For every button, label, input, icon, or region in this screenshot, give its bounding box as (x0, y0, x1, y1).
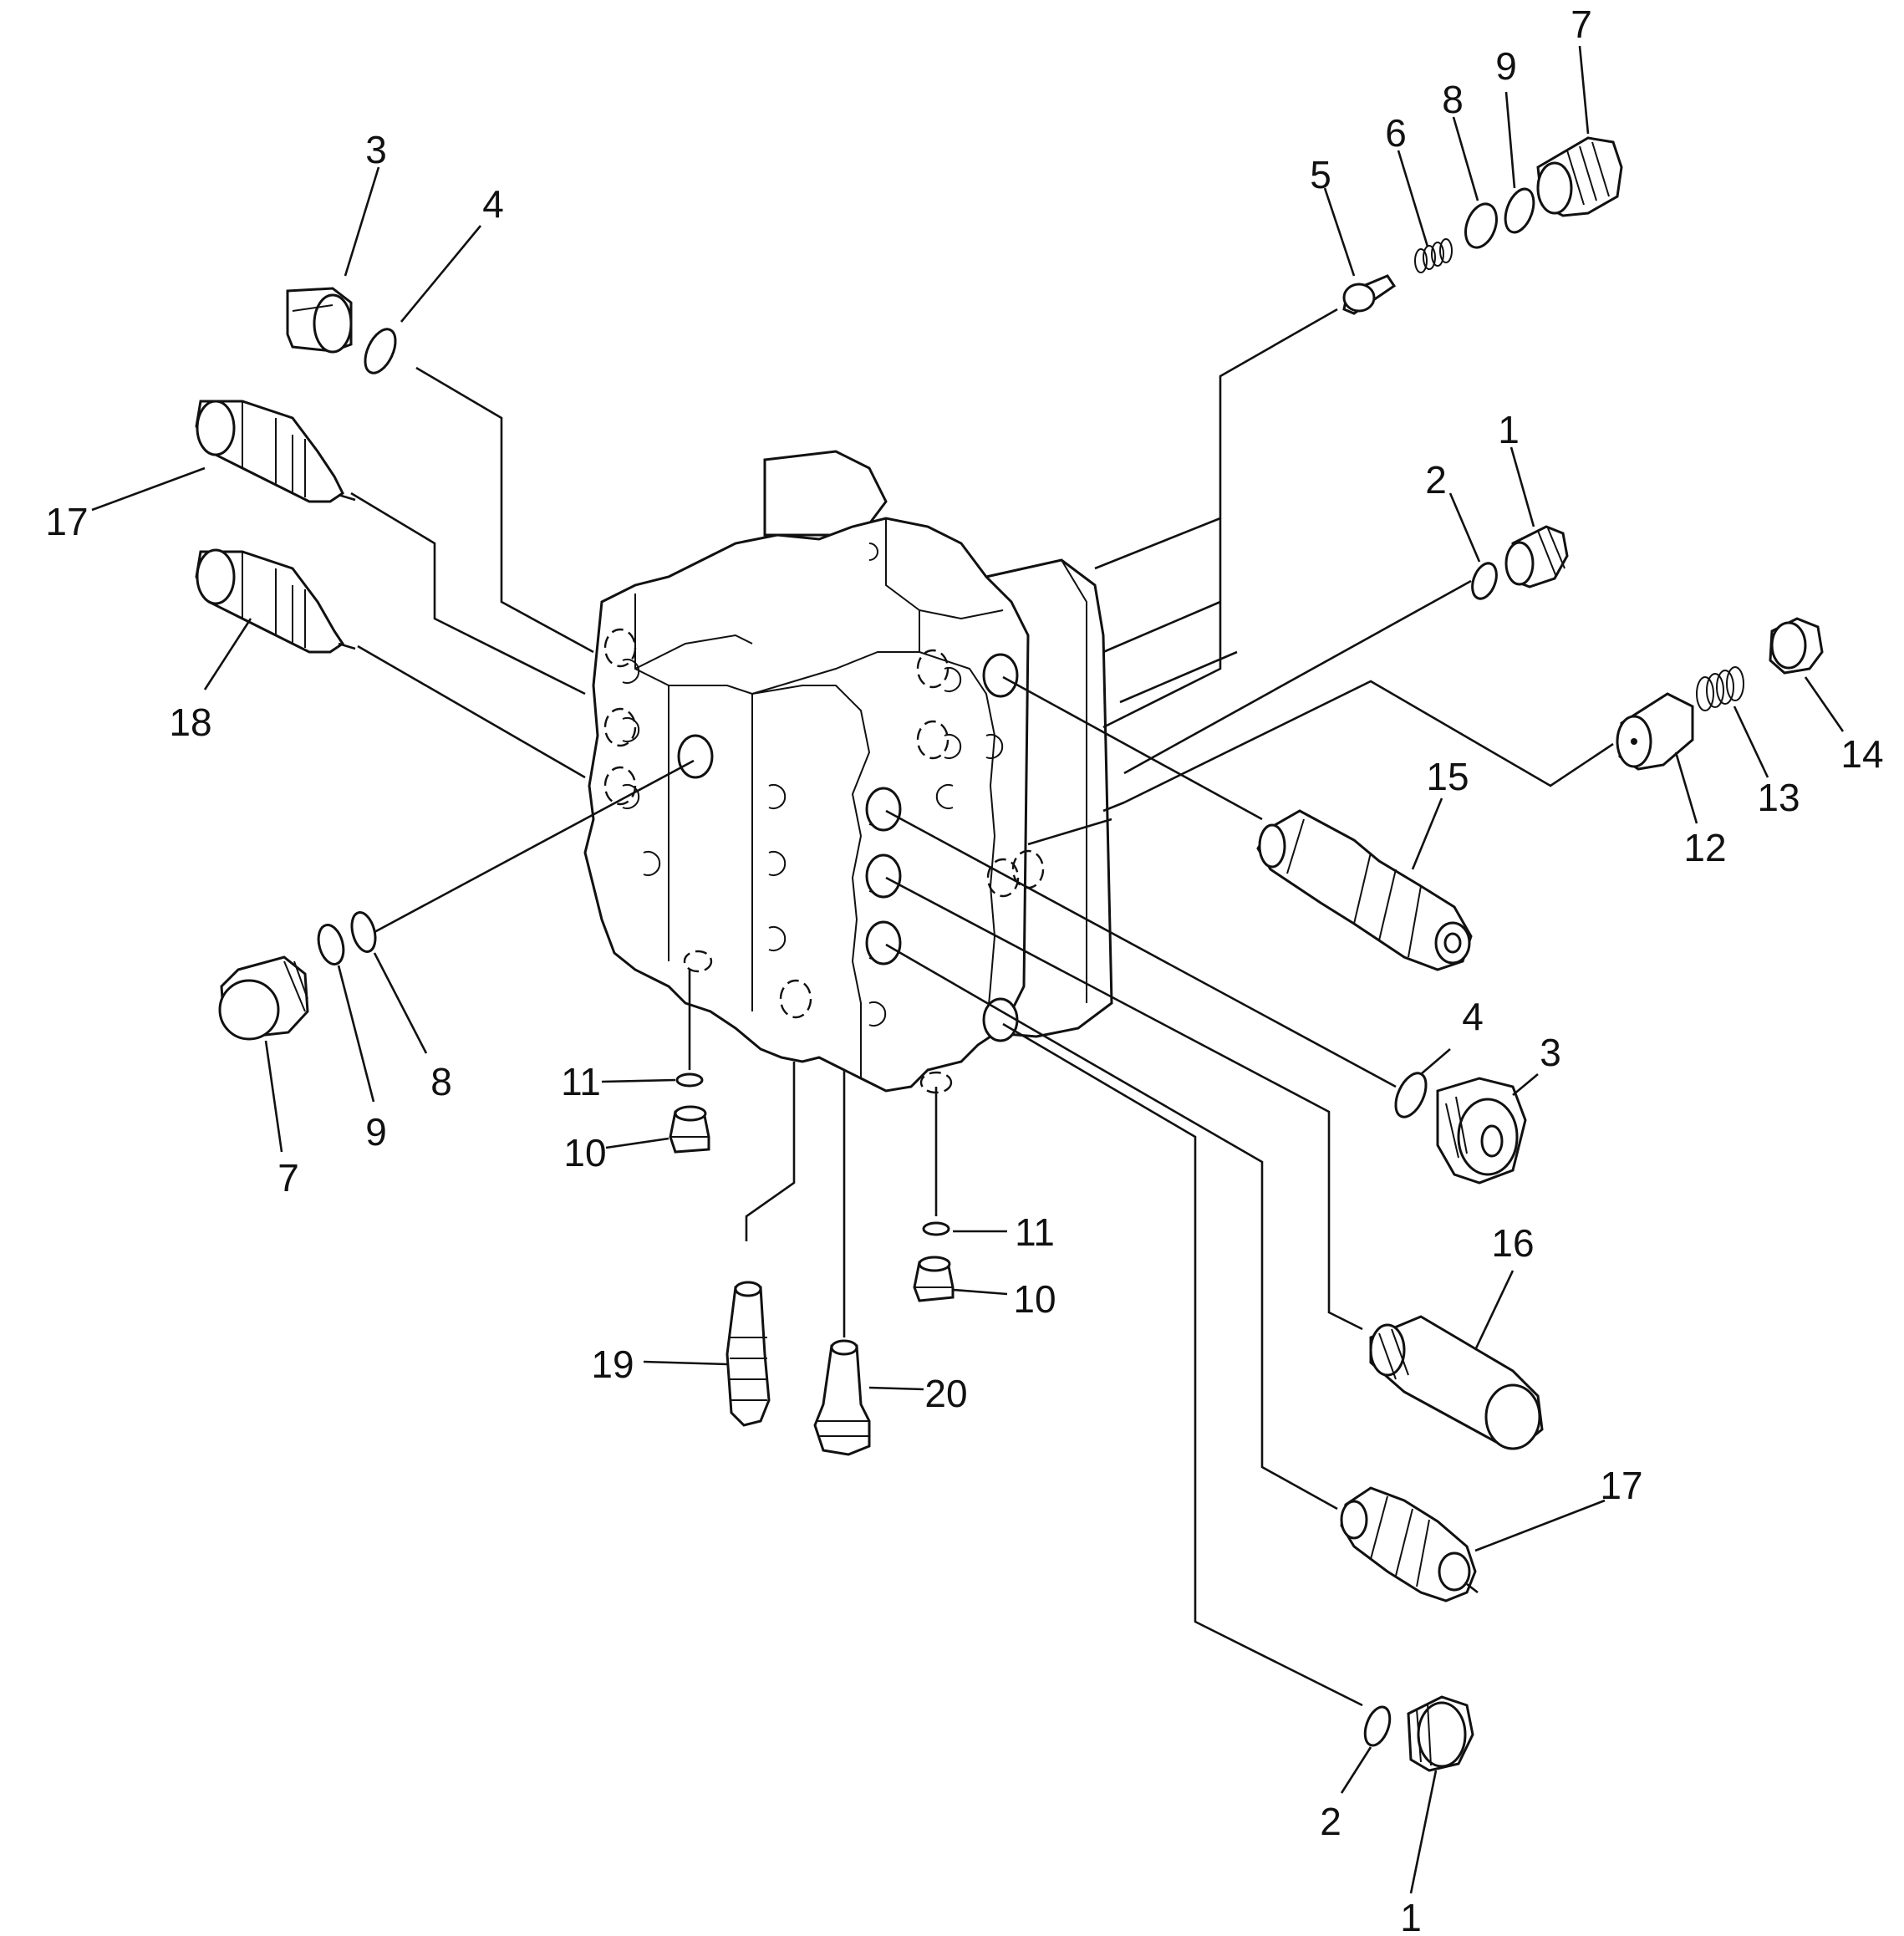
piston-12 (1616, 692, 1694, 771)
label-8-left: 8 (430, 1060, 452, 1103)
o-ring-4-right (1394, 1072, 1428, 1118)
label-11-mid: 11 (1015, 1210, 1055, 1254)
label-14: 14 (1840, 732, 1883, 776)
label-13: 13 (1757, 776, 1800, 819)
callout-leaders (91, 45, 1845, 1894)
plug-7-top (1536, 136, 1623, 217)
label-10-left: 10 (563, 1131, 606, 1174)
spring-13 (1696, 666, 1744, 711)
label-2-top: 2 (1425, 458, 1447, 502)
label-5: 5 (1310, 153, 1331, 196)
fitting-19 (725, 1281, 771, 1427)
fitting-20 (813, 1339, 871, 1456)
label-9-top: 9 (1495, 44, 1517, 88)
label-18: 18 (169, 701, 211, 744)
o-ring-11-left (675, 1072, 704, 1088)
label-1-bottom: 1 (1400, 1896, 1422, 1936)
label-16: 16 (1491, 1221, 1534, 1265)
valve-15 (1256, 809, 1473, 971)
label-4-right: 4 (1462, 995, 1484, 1038)
relief-valve-18 (195, 548, 356, 654)
parts (195, 136, 1824, 1772)
label-19: 19 (591, 1342, 634, 1386)
callout-labels: 3 4 17 18 7 9 8 11 10 19 20 11 10 5 6 8 … (45, 3, 1883, 1936)
plug-7-left (218, 955, 309, 1041)
label-1-top: 1 (1498, 408, 1520, 451)
plug-3-top (286, 287, 353, 354)
label-3-top: 3 (365, 128, 387, 171)
connection-lines (350, 308, 1614, 1707)
label-7-left: 7 (277, 1156, 299, 1200)
plug-10-left (669, 1105, 710, 1154)
valve-body (583, 450, 1113, 1094)
label-2-bottom: 2 (1320, 1800, 1341, 1843)
o-ring-8-top (1464, 202, 1498, 249)
label-10-mid: 10 (1013, 1277, 1056, 1321)
label-4-top: 4 (482, 182, 504, 226)
label-6: 6 (1385, 111, 1407, 155)
washer-9-top (1504, 187, 1535, 234)
o-ring-4-top (364, 328, 397, 374)
plug-14 (1769, 617, 1824, 675)
label-17-right: 17 (1600, 1464, 1642, 1507)
plug-1-top (1504, 525, 1569, 588)
o-ring-11-mid (922, 1221, 950, 1236)
washer-9-left (317, 924, 345, 965)
label-12: 12 (1683, 826, 1726, 869)
label-3-right: 3 (1540, 1031, 1561, 1074)
o-ring-2-top (1471, 562, 1498, 600)
label-11-left: 11 (561, 1060, 601, 1103)
spring-6 (1414, 238, 1453, 273)
relief-valve-17-left (195, 400, 356, 503)
relief-valve-17-right (1340, 1486, 1479, 1602)
o-ring-2-bottom (1363, 1705, 1392, 1747)
o-ring-8-left (350, 911, 377, 953)
label-8-top: 8 (1442, 78, 1464, 121)
label-20: 20 (924, 1372, 967, 1415)
plug-10-mid (913, 1256, 955, 1302)
plug-16 (1369, 1315, 1544, 1450)
label-17-left: 17 (45, 500, 88, 543)
plug-3-right (1436, 1077, 1527, 1185)
plug-1-bottom (1407, 1695, 1474, 1772)
label-9-left: 9 (365, 1110, 387, 1154)
label-7-top: 7 (1571, 3, 1592, 46)
label-15: 15 (1426, 755, 1469, 798)
poppet-5 (1342, 274, 1397, 315)
